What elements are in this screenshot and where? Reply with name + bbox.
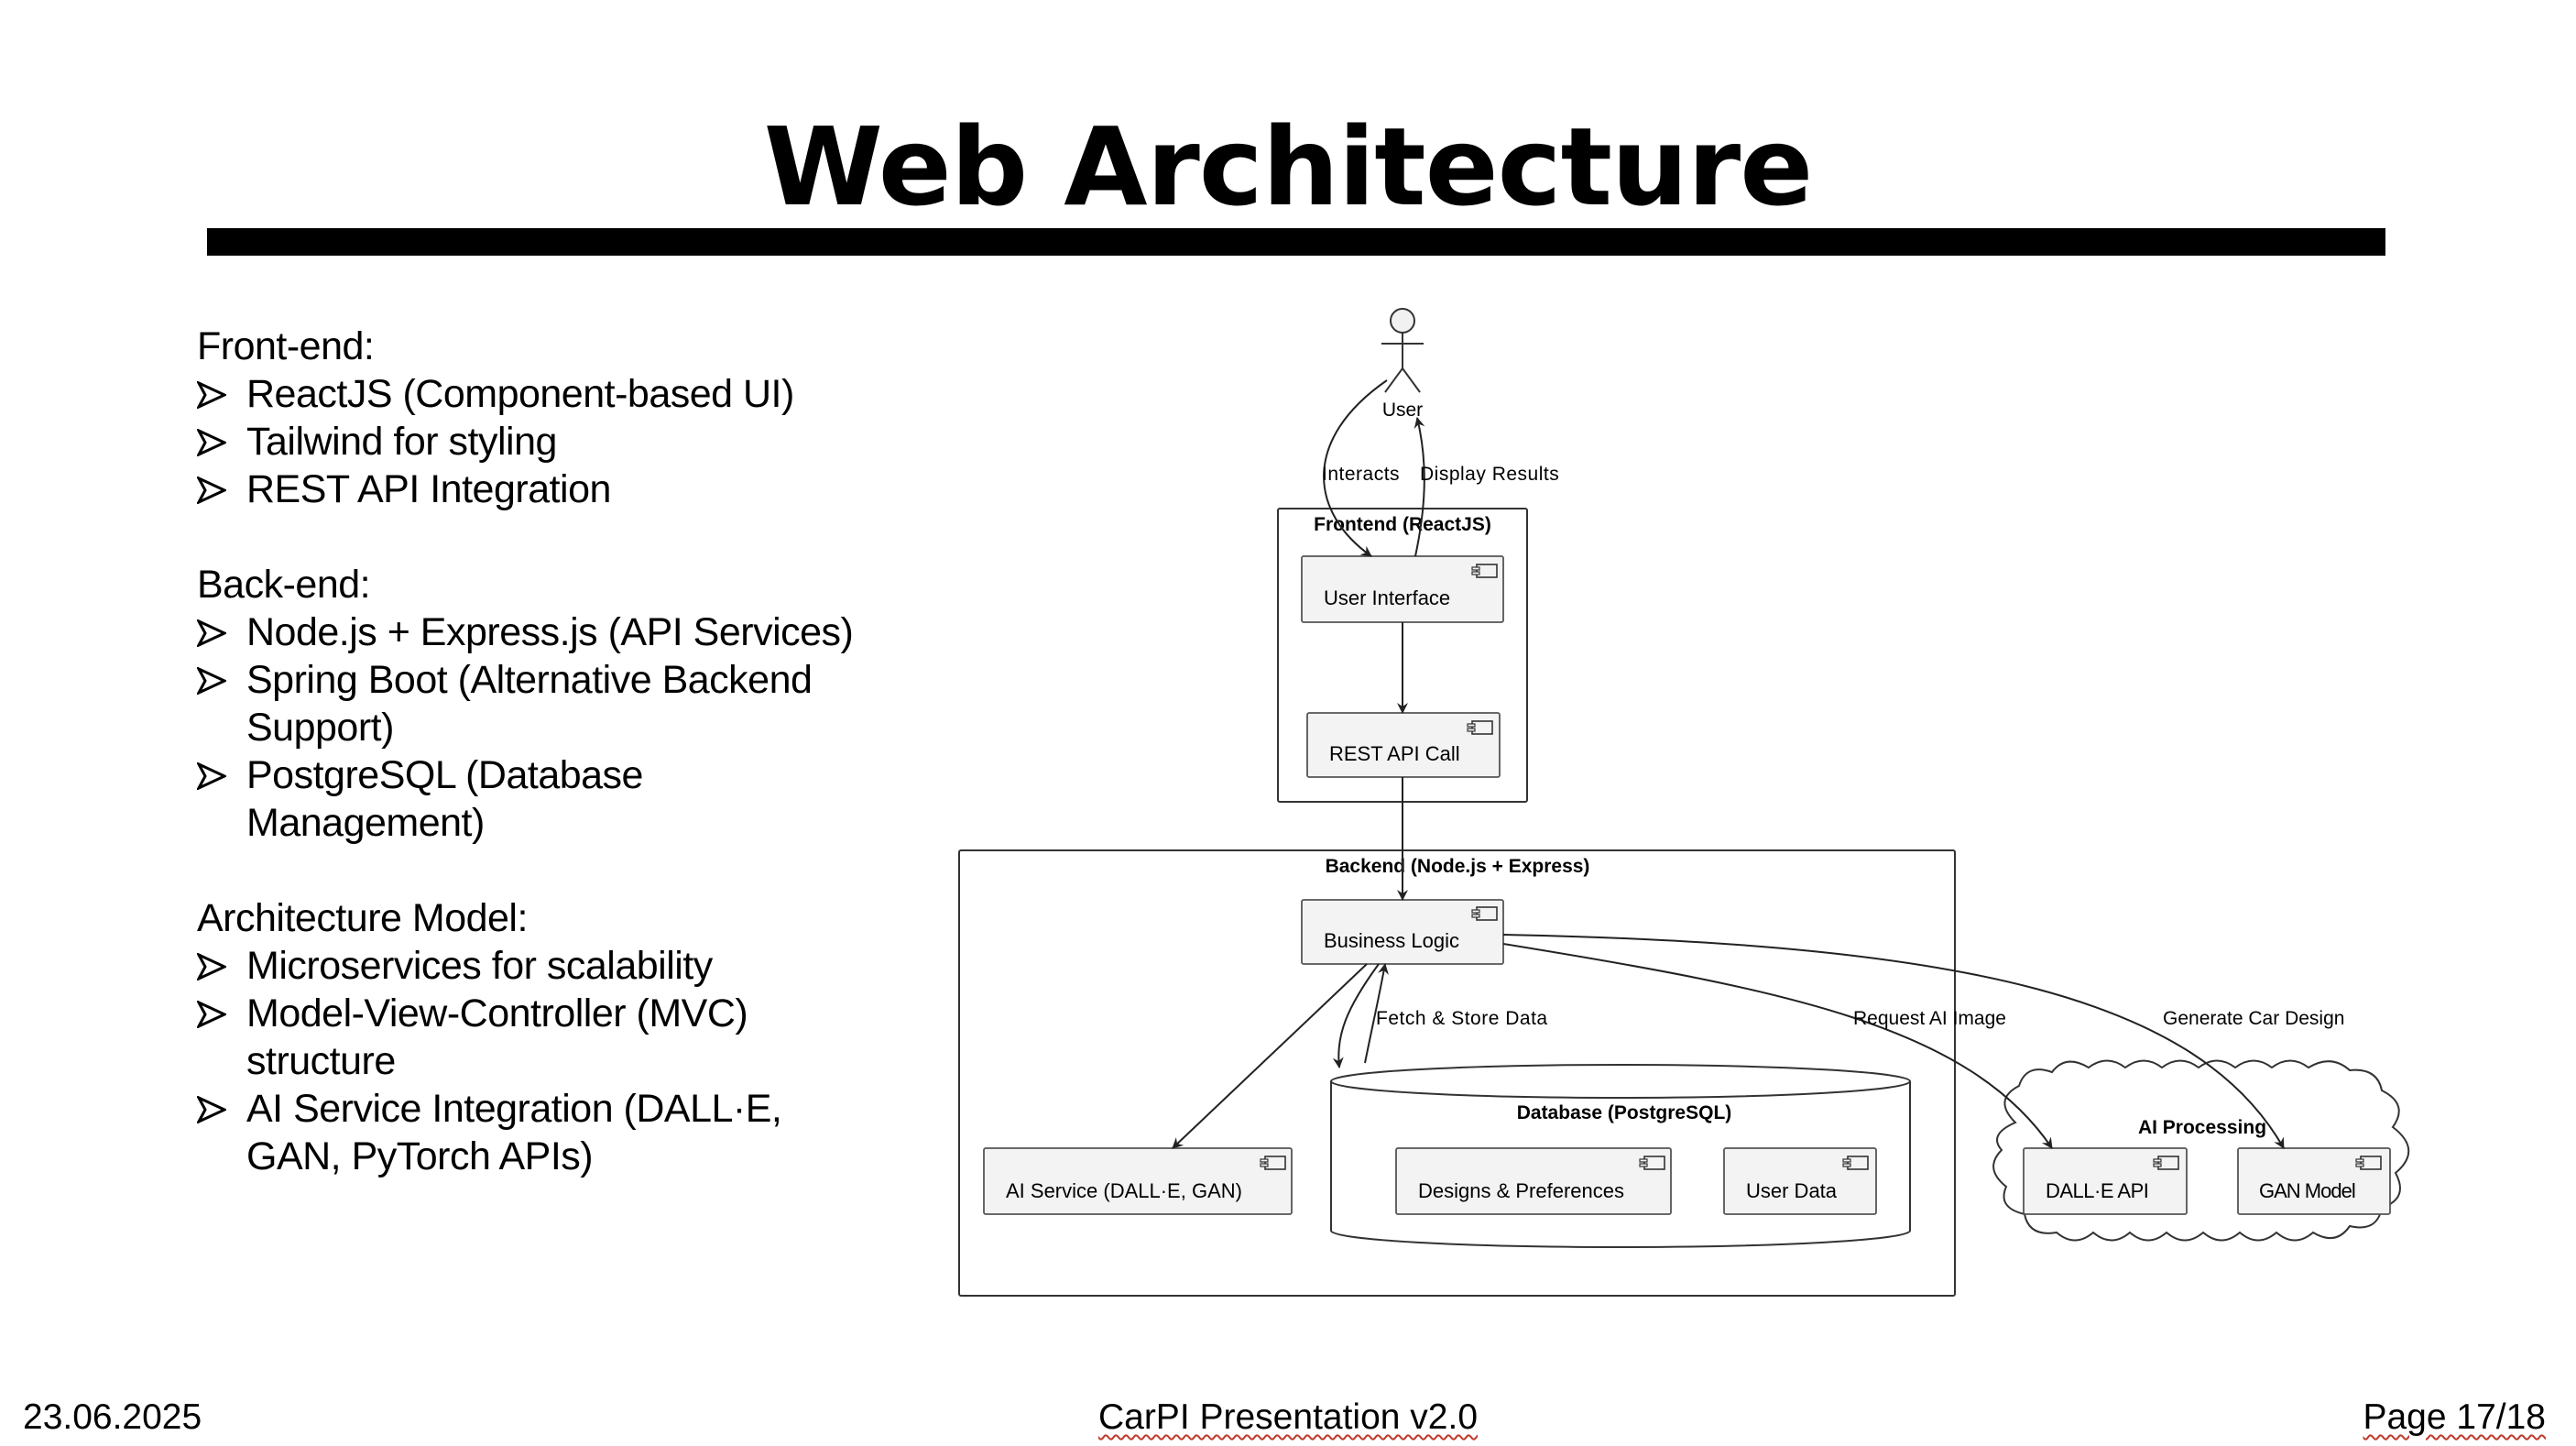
- list-item-text: ReactJS (Component-based UI): [246, 372, 794, 416]
- list-item-text: Microservices for scalability: [246, 944, 713, 988]
- list-item-text: Spring Boot (Alternative Backend Support…: [246, 658, 813, 750]
- edge-ui-to-user: [1414, 417, 1425, 557]
- section-heading: Back-end:: [197, 563, 371, 607]
- user-interface-component: User Interface: [1301, 555, 1504, 623]
- database-title: Database (PostgreSQL): [1517, 1102, 1732, 1123]
- user-actor-label: User: [1382, 400, 1423, 421]
- section-front-end: Front-end: ReactJS (Component-based UI) …: [197, 323, 930, 513]
- edge-label-request-ai-image: Request AI Image: [1853, 1008, 2006, 1029]
- architecture-diagram: User Frontend (ReactJS) User Interface R…: [958, 308, 2410, 1297]
- frontend-package-title: Frontend (ReactJS): [1314, 514, 1491, 535]
- user-data-label: User Data: [1746, 1179, 1838, 1202]
- user-interface-label: User Interface: [1324, 586, 1450, 609]
- list-item-text: Tailwind for styling: [246, 420, 557, 464]
- arrow-bullet-icon: [197, 1001, 226, 1028]
- database-node: Database (PostgreSQL) Designs & Preferen…: [1330, 1064, 1911, 1248]
- list-item: Spring Boot (Alternative Backend Support…: [197, 656, 888, 751]
- designs-preferences-component: Designs & Preferences: [1395, 1147, 1672, 1215]
- user-actor: User: [1381, 308, 1424, 421]
- edge-business-to-database: [1332, 963, 1380, 1068]
- edge-database-to-business: [1364, 963, 1389, 1064]
- section-heading: Architecture Model:: [197, 896, 528, 940]
- arrow-bullet-icon: [197, 619, 226, 647]
- diagram-edges: [1172, 379, 2285, 1149]
- arrow-bullet-icon: [197, 762, 226, 790]
- section-back-end: Back-end: Node.js + Express.js (API Serv…: [197, 561, 930, 847]
- list-item: Microservices for scalability: [197, 942, 930, 990]
- ai-processing-title: AI Processing: [2138, 1117, 2266, 1138]
- arrow-bullet-icon: [197, 381, 226, 409]
- designs-preferences-label: Designs & Preferences: [1418, 1179, 1624, 1202]
- rest-api-call-label: REST API Call: [1329, 742, 1460, 765]
- list-item: PostgreSQL (Database Management): [197, 751, 759, 847]
- backend-package: Backend (Node.js + Express) Business Log…: [958, 849, 1956, 1297]
- arrow-bullet-icon: [197, 953, 226, 980]
- list-item: REST API Integration: [197, 466, 930, 513]
- edge-user-to-ui: [1323, 379, 1388, 557]
- edge-business-to-ai-service: [1172, 963, 1368, 1149]
- backend-package-title: Backend (Node.js + Express): [1326, 856, 1590, 877]
- footer-presentation-name: CarPI Presentation v2.0: [0, 1395, 2576, 1441]
- user-actor-icon: [1390, 308, 1415, 334]
- footer-date: 23.06.2025: [23, 1397, 202, 1437]
- business-logic-component: Business Logic: [1301, 899, 1504, 965]
- edge-label-fetch-store: Fetch & Store Data: [1376, 1008, 1548, 1029]
- ai-service-label: AI Service (DALL·E, GAN): [1006, 1179, 1242, 1202]
- edge-business-to-gan: [1502, 934, 2285, 1149]
- bullet-list: Front-end: ReactJS (Component-based UI) …: [197, 323, 930, 1228]
- arrow-bullet-icon: [197, 477, 226, 504]
- footer-page-number: Page 17/18: [2363, 1395, 2546, 1441]
- list-item-text: Model-View-Controller (MVC) structure: [246, 991, 748, 1083]
- arrow-bullet-icon: [197, 667, 226, 695]
- user-data-component: User Data: [1723, 1147, 1877, 1215]
- rest-api-call-component: REST API Call: [1306, 712, 1501, 778]
- arrow-bullet-icon: [197, 1096, 226, 1123]
- title-underline-bar: [207, 228, 2385, 256]
- footer-page-text: Page 17/18: [2363, 1397, 2546, 1437]
- dalle-api-component: DALL·E API: [2023, 1147, 2188, 1215]
- business-logic-label: Business Logic: [1324, 929, 1459, 952]
- list-item-text: PostgreSQL (Database Management): [246, 753, 643, 845]
- list-item: Node.js + Express.js (API Services): [197, 608, 930, 656]
- list-item: ReactJS (Component-based UI): [197, 370, 930, 418]
- footer-presentation-text: CarPI Presentation v2.0: [1097, 1397, 1479, 1437]
- list-item-text: REST API Integration: [246, 467, 611, 511]
- list-item: Tailwind for styling: [197, 418, 930, 466]
- edge-label-display-results: Display Results: [1420, 464, 1559, 485]
- edge-label-interacts: Interacts: [1322, 464, 1400, 485]
- section-architecture-model: Architecture Model: Microservices for sc…: [197, 894, 930, 1180]
- ai-service-component: AI Service (DALL·E, GAN): [983, 1147, 1293, 1215]
- gan-model-component: GAN Model: [2237, 1147, 2391, 1215]
- dalle-api-label: DALL·E API: [2046, 1179, 2148, 1202]
- list-item-text: Node.js + Express.js (API Services): [246, 610, 854, 654]
- slide-title: Web Architecture: [763, 104, 1813, 230]
- list-item-text: AI Service Integration (DALL·E, GAN, PyT…: [246, 1087, 782, 1178]
- list-item: Model-View-Controller (MVC) structure: [197, 990, 833, 1085]
- arrow-bullet-icon: [197, 429, 226, 456]
- gan-model-label: GAN Model: [2259, 1179, 2355, 1202]
- list-item: AI Service Integration (DALL·E, GAN, PyT…: [197, 1085, 869, 1180]
- edge-business-to-dalle: [1502, 943, 2053, 1149]
- section-heading: Front-end:: [197, 324, 375, 368]
- edge-label-generate-car-design: Generate Car Design: [2163, 1008, 2344, 1029]
- ai-processing-cloud: AI Processing DALL·E API GAN Model: [1992, 1059, 2410, 1242]
